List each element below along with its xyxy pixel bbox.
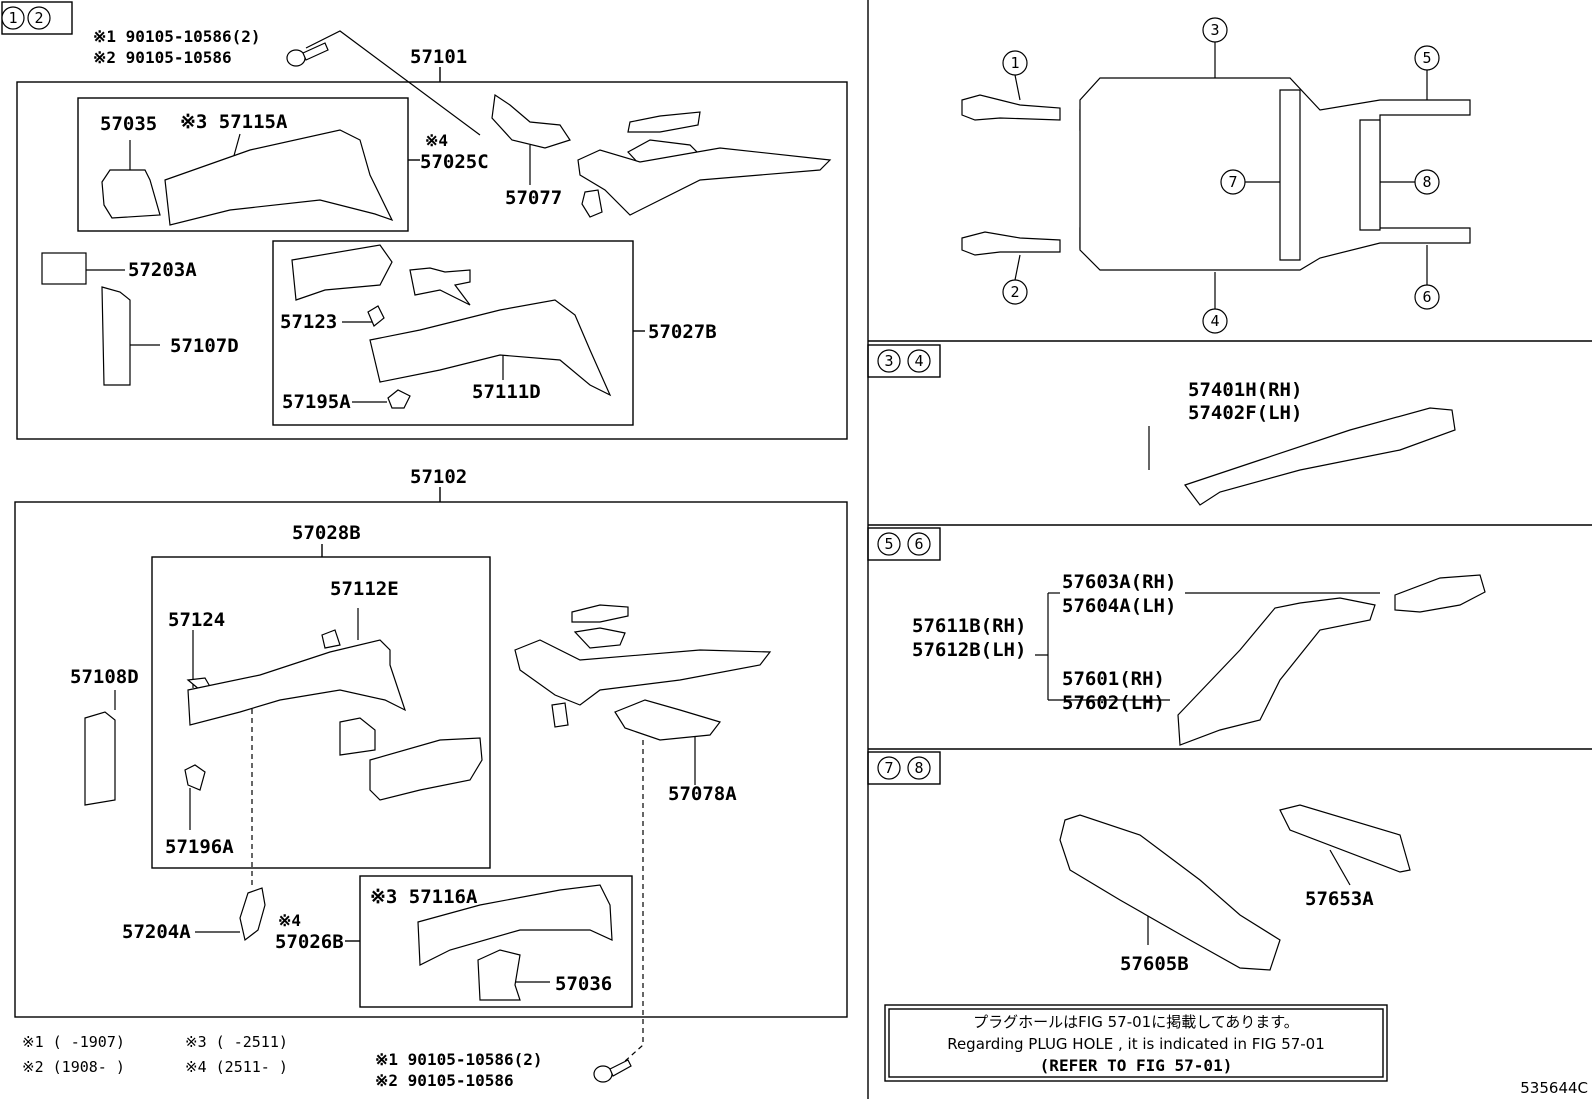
label-57101: 57101 <box>410 46 467 68</box>
svg-text:2: 2 <box>1010 283 1019 301</box>
svg-text:7: 7 <box>884 759 893 777</box>
notice-ref: (REFER TO FIG 57-01) <box>1040 1056 1233 1075</box>
footnote-3: ※3 ( -2511) <box>185 1033 288 1051</box>
label-57025c: 57025C <box>420 151 489 173</box>
label-57028b: 57028B <box>292 522 361 544</box>
bolt-bottom-line2: ※2 90105-10586 <box>375 1071 514 1090</box>
svg-text:57077: 57077 <box>505 187 562 209</box>
label-57027b: 57027B <box>648 321 717 343</box>
svg-text:5: 5 <box>884 535 893 553</box>
bolt-bottom-line1: ※1 90105-10586(2) <box>375 1050 543 1069</box>
notice-jp: プラグホールはFIG 57-01に掲載してあります。 <box>973 1013 1299 1031</box>
bolt-top <box>286 42 329 67</box>
label-57026b: 57026B <box>275 931 344 953</box>
svg-text:57203A: 57203A <box>128 259 197 281</box>
bolt-top-line2: ※2 90105-10586 <box>93 48 232 67</box>
svg-text:57204A: 57204A <box>122 921 191 943</box>
footnote-4: ※4 (2511- ) <box>185 1058 288 1076</box>
svg-text:57604A(LH): 57604A(LH) <box>1062 595 1176 617</box>
svg-text:※4: ※4 <box>425 131 448 150</box>
svg-text:57078A: 57078A <box>668 783 737 805</box>
footnote-1: ※1 ( -1907) <box>22 1033 125 1051</box>
bolt-bottom <box>593 1059 632 1083</box>
svg-text:57123: 57123 <box>280 311 337 333</box>
svg-text:57108D: 57108D <box>70 666 139 688</box>
svg-text:4: 4 <box>914 352 923 370</box>
svg-text:5: 5 <box>1422 49 1431 67</box>
svg-text:3: 3 <box>884 352 893 370</box>
svg-text:57601(RH): 57601(RH) <box>1062 668 1165 690</box>
svg-text:3: 3 <box>1210 21 1219 39</box>
svg-text:※4: ※4 <box>278 911 301 930</box>
svg-text:57195A: 57195A <box>282 391 351 413</box>
svg-text:57611B(RH): 57611B(RH) <box>912 615 1026 637</box>
svg-text:57602(LH): 57602(LH) <box>1062 692 1165 714</box>
svg-text:8: 8 <box>914 759 923 777</box>
svg-text:※3 57115A: ※3 57115A <box>180 111 288 133</box>
svg-text:57401H(RH): 57401H(RH) <box>1188 379 1302 401</box>
label-57102: 57102 <box>410 466 467 488</box>
svg-text:※3 57116A: ※3 57116A <box>370 886 478 908</box>
svg-text:57112E: 57112E <box>330 578 399 600</box>
svg-text:57402F(LH): 57402F(LH) <box>1188 402 1302 424</box>
svg-text:57124: 57124 <box>168 609 225 631</box>
svg-text:57035: 57035 <box>100 113 157 135</box>
bolt-top-line1: ※1 90105-10586(2) <box>93 27 261 46</box>
notice-en: Regarding PLUG HOLE , it is indicated in… <box>947 1035 1325 1053</box>
svg-text:7: 7 <box>1228 173 1237 191</box>
svg-text:57603A(RH): 57603A(RH) <box>1062 571 1176 593</box>
svg-text:57111D: 57111D <box>472 381 541 403</box>
svg-text:1: 1 <box>1010 54 1019 72</box>
svg-text:57653A: 57653A <box>1305 888 1374 910</box>
svg-text:6: 6 <box>914 535 923 553</box>
svg-text:57036: 57036 <box>555 973 612 995</box>
svg-text:6: 6 <box>1422 288 1431 306</box>
svg-text:57612B(LH): 57612B(LH) <box>912 639 1026 661</box>
figure-code: 535644C <box>1520 1079 1588 1097</box>
svg-text:57196A: 57196A <box>165 836 234 858</box>
tag-1: 1 <box>8 9 17 27</box>
tag-2: 2 <box>34 9 43 27</box>
svg-text:4: 4 <box>1210 312 1219 330</box>
footnote-2: ※2 (1908- ) <box>22 1058 125 1076</box>
svg-text:57605B: 57605B <box>1120 953 1189 975</box>
svg-text:8: 8 <box>1422 173 1431 191</box>
svg-text:57107D: 57107D <box>170 335 239 357</box>
